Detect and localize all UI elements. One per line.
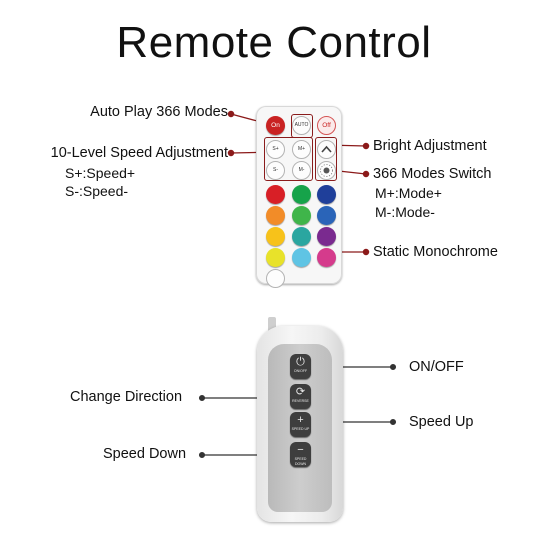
rf-reverse-text: REVERSE [292, 399, 309, 403]
rf-power-text: ON/OFF [293, 369, 308, 373]
color-button[interactable] [266, 206, 285, 225]
rf-power-button[interactable]: ⏻ ON/OFF [290, 354, 311, 379]
color-button[interactable] [266, 185, 285, 204]
ir-mode-plus-button[interactable]: M+ [292, 140, 311, 159]
ir-speed-minus-button[interactable]: S- [266, 161, 285, 180]
label-speed-down: Speed Down [103, 446, 187, 462]
bright-highlight [315, 137, 337, 181]
label-mode-minus: M-:Mode- [375, 204, 435, 220]
ir-speed-plus-button[interactable]: S+ [266, 140, 285, 159]
rf-speed-up-text: SPEED UP [291, 427, 310, 431]
label-change-direction: Change Direction [70, 389, 183, 405]
rf-remote: ⏻ ON/OFF ⟳ REVERSE + SPEED UP − SPEED DO… [257, 326, 343, 522]
label-speed-plus: S+:Speed+ [65, 165, 136, 181]
color-button[interactable] [317, 185, 336, 204]
label-speed-up: Speed Up [409, 414, 474, 430]
bright-up-icon [321, 145, 332, 153]
label-on-off: ON/OFF [409, 359, 464, 375]
brightness-icon [320, 164, 333, 177]
label-speed-adjustment: 10-Level Speed Adjustment [50, 145, 228, 161]
minus-icon: − [297, 444, 304, 456]
ir-remote: On AUTO Off S+ M+ S- M- [256, 106, 342, 288]
label-speed-minus: S-:Speed- [65, 183, 129, 199]
label-modes-switch: 366 Modes Switch [373, 166, 492, 182]
color-button[interactable] [266, 248, 285, 267]
label-auto-play: Auto Play 366 Modes [90, 104, 228, 120]
color-button[interactable] [317, 248, 336, 267]
plus-icon: + [297, 414, 304, 426]
ir-mode-minus-button[interactable]: M- [292, 161, 311, 180]
rf-speed-down-text: SPEED DOWN [294, 457, 307, 466]
speed-mode-highlight [264, 137, 313, 181]
color-button[interactable] [317, 227, 336, 246]
rf-speed-up-button[interactable]: + SPEED UP [290, 412, 311, 437]
color-button[interactable] [292, 227, 311, 246]
reverse-icon: ⟳ [295, 386, 306, 398]
color-button[interactable] [317, 206, 336, 225]
static-white-button[interactable] [266, 269, 285, 288]
color-button[interactable] [292, 185, 311, 204]
label-bright-adjustment: Bright Adjustment [373, 138, 487, 154]
ir-off-button[interactable]: Off [317, 116, 336, 135]
power-icon: ⏻ [296, 356, 305, 368]
ir-bright-down-button[interactable] [317, 161, 336, 180]
label-mode-plus: M+:Mode+ [375, 185, 442, 201]
ir-bright-up-button[interactable] [317, 140, 336, 159]
page-title: Remote Control [116, 18, 432, 67]
ir-on-button[interactable]: On [266, 116, 285, 135]
color-button[interactable] [266, 227, 285, 246]
color-button[interactable] [292, 206, 311, 225]
rf-reverse-button[interactable]: ⟳ REVERSE [290, 384, 311, 409]
antenna [268, 317, 276, 332]
label-static-monochrome: Static Monochrome [373, 244, 498, 260]
color-button[interactable] [292, 248, 311, 267]
rf-speed-down-button[interactable]: − SPEED DOWN [290, 442, 311, 467]
ir-auto-button[interactable]: AUTO [292, 116, 311, 135]
